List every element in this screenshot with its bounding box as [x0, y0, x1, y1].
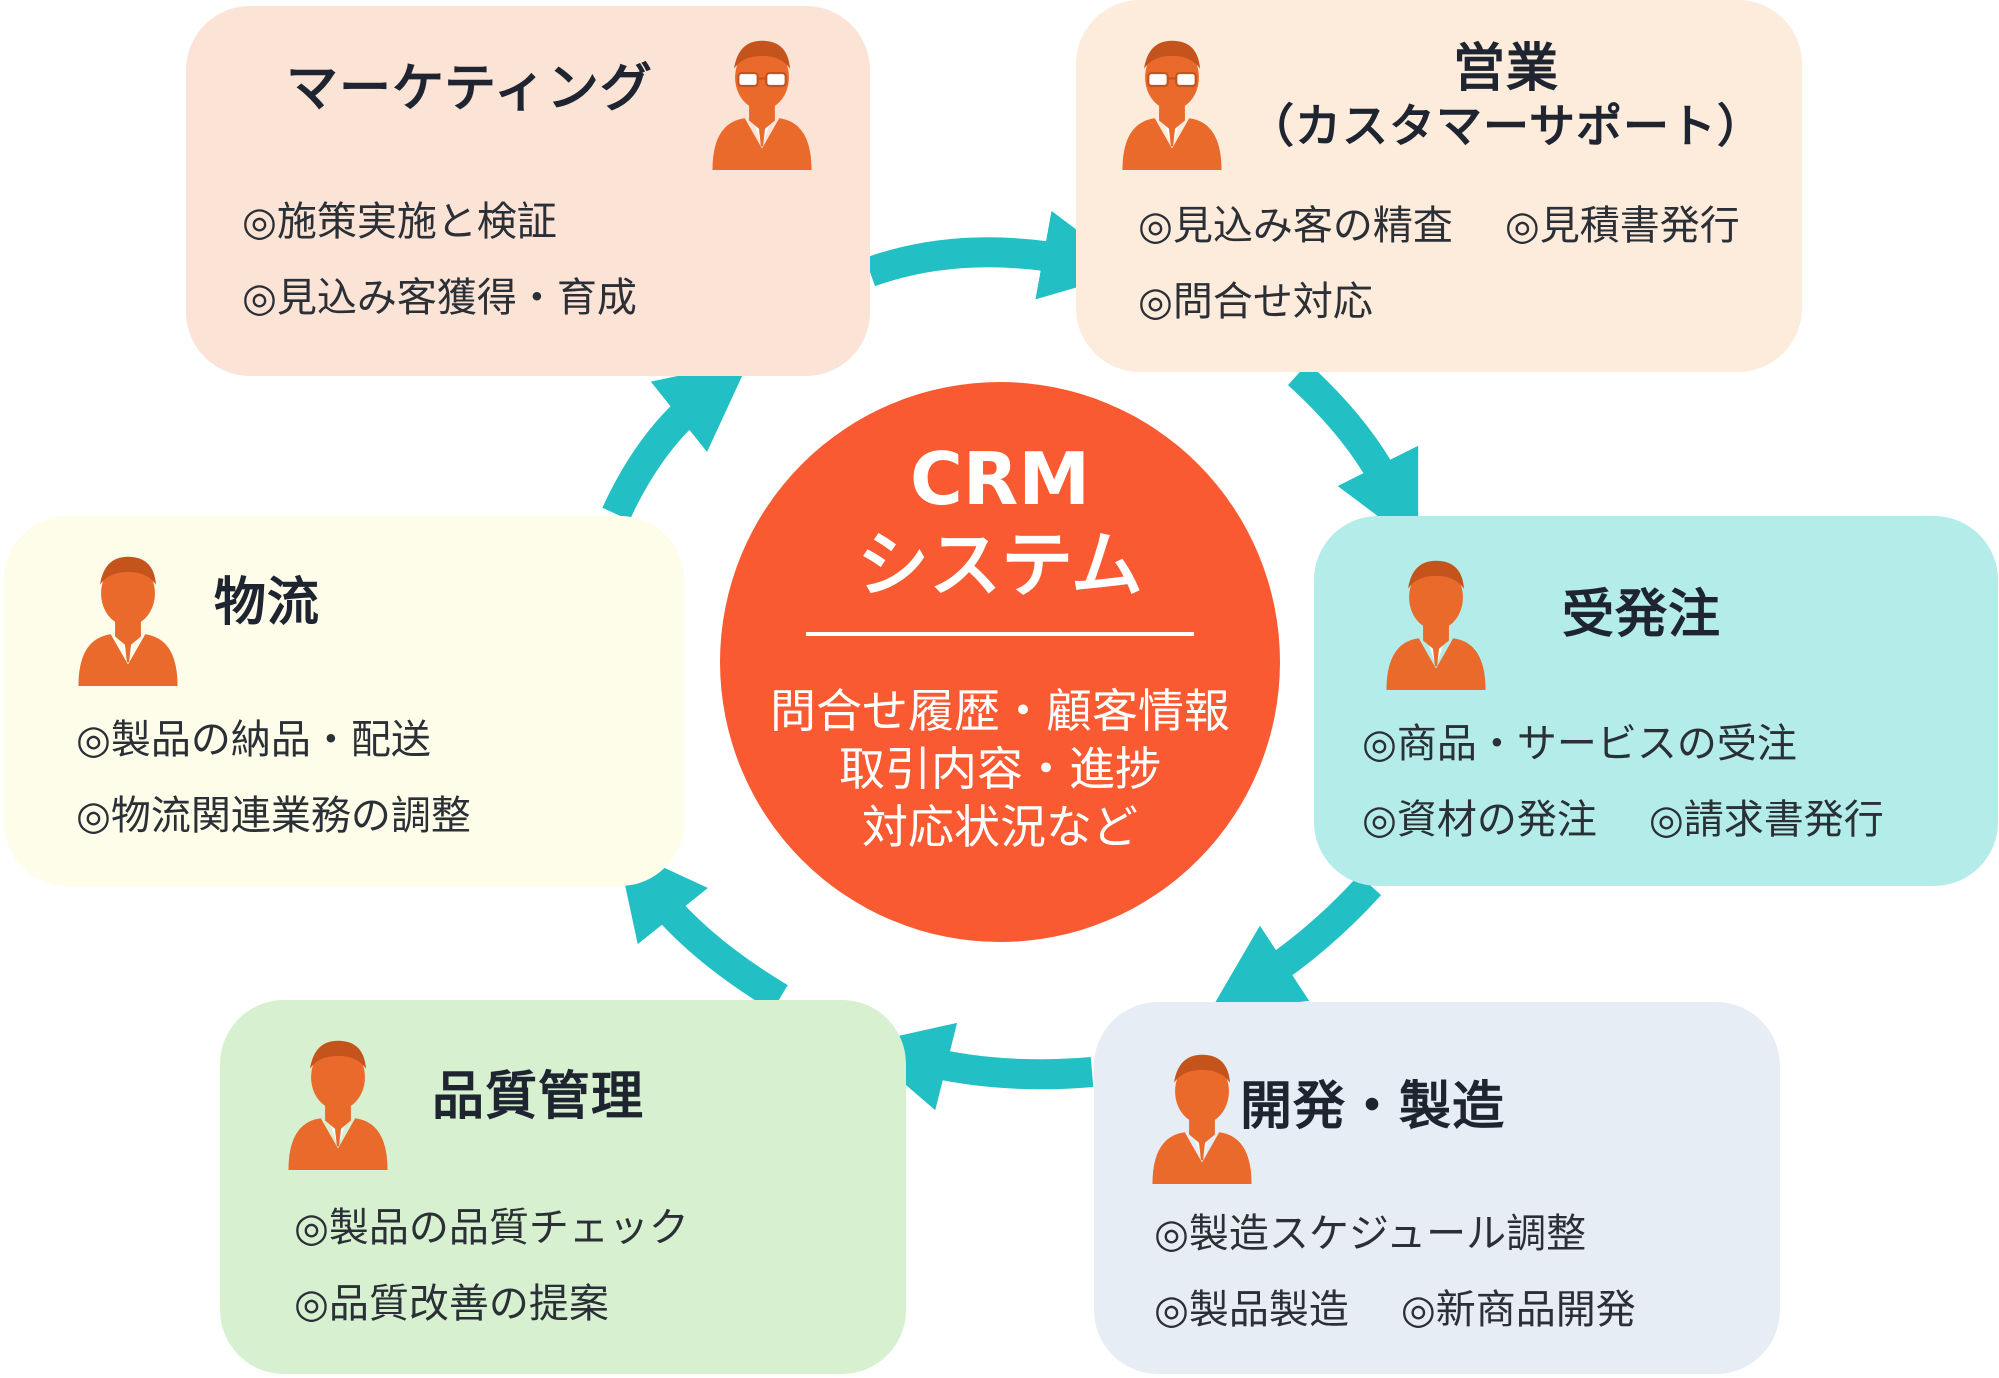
list-item: ◎資材の発注◎請求書発行	[1362, 797, 1884, 843]
dept-items: ◎商品・サービスの受注 ◎資材の発注◎請求書発行	[1362, 706, 1884, 858]
dept-quality: 品質管理 ◎製品の品質チェック ◎品質改善の提案	[220, 1000, 906, 1374]
list-item: ◎品質改善の提案	[294, 1281, 609, 1327]
list-item: ◎製造スケジュール調整	[1154, 1211, 1587, 1257]
dept-items: ◎見込み客の精査◎見積書発行 ◎問合せ対応	[1138, 188, 1740, 340]
dept-title: 受発注	[1562, 585, 1722, 645]
dept-dev: 開発・製造 ◎製造スケジュール調整 ◎製品製造◎新商品開発	[1094, 1002, 1780, 1374]
list-item: ◎製品の品質チェック	[294, 1205, 689, 1251]
dept-items: ◎製品の品質チェック ◎品質改善の提案	[294, 1190, 689, 1342]
dept-marketing: マーケティング ◎施策実施と検証 ◎見込み客獲得・育成	[186, 6, 870, 376]
dept-title: 品質管理	[432, 1067, 645, 1127]
arrow-sales-to-order	[1287, 362, 1419, 547]
person-glasses-icon	[1122, 40, 1222, 170]
person-icon	[1152, 1054, 1252, 1184]
dept-order: 受発注 ◎商品・サービスの受注 ◎資材の発注◎請求書発行	[1314, 516, 1998, 886]
hub-title: CRM システム	[857, 437, 1143, 607]
person-icon	[288, 1040, 388, 1170]
dept-title: 開発・製造	[1240, 1077, 1506, 1137]
crm-system-hub: CRM システム 問合せ履歴・顧客情報 取引内容・進捗 対応状況など	[720, 382, 1280, 942]
arrow-dev-to-quality	[858, 1022, 1094, 1111]
dept-title: 営業 （カスタマーサポート）	[1247, 39, 1765, 153]
person-icon	[1386, 560, 1486, 690]
list-item: ◎見込み客の精査◎見積書発行	[1138, 203, 1740, 249]
arrow-marketing-to-sales	[864, 210, 1132, 300]
dept-items: ◎施策実施と検証 ◎見込み客獲得・育成	[242, 184, 637, 336]
dept-sales: 営業 （カスタマーサポート） ◎見込み客の精査◎見積書発行 ◎問合せ対応	[1076, 0, 1802, 372]
dept-logistics: 物流 ◎製品の納品・配送 ◎物流関連業務の調整	[4, 516, 684, 886]
dept-title: 物流	[214, 573, 321, 633]
arrow-quality-to-logistics	[616, 845, 788, 1011]
arrow-order-to-dev	[1209, 874, 1382, 1013]
dept-title: マーケティング	[286, 59, 653, 119]
list-item: ◎物流関連業務の調整	[76, 793, 471, 839]
list-item: ◎製品製造◎新商品開発	[1154, 1287, 1636, 1333]
list-item: ◎商品・サービスの受注	[1362, 721, 1797, 767]
list-item: ◎施策実施と検証	[242, 199, 557, 245]
list-item: ◎製品の納品・配送	[76, 717, 431, 763]
person-icon	[78, 556, 178, 686]
list-item: ◎見込み客獲得・育成	[242, 275, 637, 321]
hub-description: 問合せ履歴・顧客情報 取引内容・進捗 対応状況など	[770, 684, 1230, 854]
list-item: ◎問合せ対応	[1138, 279, 1373, 325]
dept-items: ◎製品の納品・配送 ◎物流関連業務の調整	[76, 702, 471, 854]
dept-items: ◎製造スケジュール調整 ◎製品製造◎新商品開発	[1154, 1196, 1636, 1348]
person-glasses-icon	[712, 40, 812, 170]
hub-divider	[806, 632, 1194, 636]
arrow-logistics-to-marketing	[602, 360, 750, 521]
